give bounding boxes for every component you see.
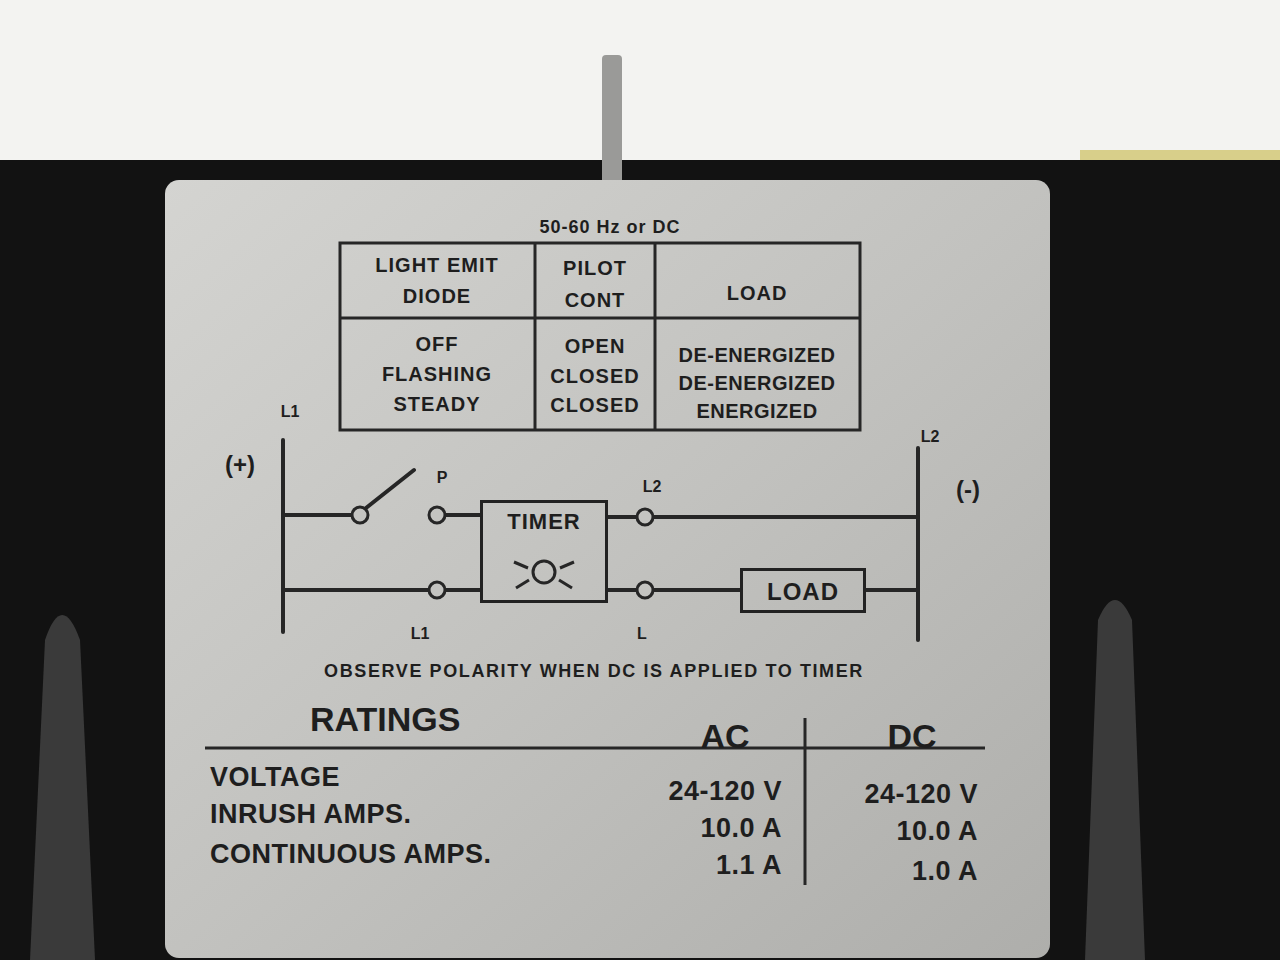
column-heading: DC — [887, 718, 936, 755]
terminal-tab — [1085, 600, 1145, 960]
table-cell: CLOSED — [550, 365, 639, 387]
terminal-tab — [30, 615, 95, 960]
table-cell: OPEN — [565, 335, 626, 357]
state-table-grid — [340, 243, 860, 430]
rating-name: VOLTAGE — [210, 763, 340, 793]
ratings-rules — [205, 718, 985, 885]
table-cell: FLASHING — [382, 363, 492, 385]
column-heading: AC — [700, 718, 749, 755]
rating-value: 24-120 V — [864, 780, 978, 810]
terminal-name: L — [637, 625, 647, 643]
component-label: LOAD — [743, 578, 863, 606]
component-label: TIMER — [483, 509, 605, 535]
terminal-name: L1 — [281, 403, 300, 421]
supply-note: 50-60 Hz or DC — [539, 218, 680, 238]
table-header: CONT — [565, 289, 626, 311]
table-header: DIODE — [403, 285, 471, 307]
wire — [608, 588, 740, 592]
lamp-ray — [560, 562, 574, 568]
table-cell: DE-ENERGIZED — [678, 372, 835, 394]
terminal-name: L1 — [411, 625, 430, 643]
terminal-name: L2 — [643, 478, 662, 496]
rating-value: 10.0 A — [896, 817, 978, 847]
terminal-name: L2 — [921, 428, 940, 446]
background — [0, 0, 1280, 165]
table-cell: ENERGIZED — [696, 400, 817, 422]
timer-box: TIMER — [480, 500, 608, 603]
housing — [0, 160, 1280, 960]
metal-plate — [165, 180, 1050, 958]
table-header: LIGHT EMIT — [375, 254, 498, 276]
polarity-note: OBSERVE POLARITY WHEN DC IS APPLIED TO T… — [324, 662, 864, 682]
rating-value: 24-120 V — [668, 777, 782, 807]
rating-value: 10.0 A — [700, 814, 782, 844]
lamp-ray — [559, 580, 572, 588]
polarity-mark: (+) — [225, 452, 255, 478]
table-cell: OFF — [416, 333, 459, 355]
table-cell: CLOSED — [550, 394, 639, 416]
lamp-ray — [514, 562, 528, 568]
load-box: LOAD — [740, 568, 866, 613]
table-header: PILOT — [563, 257, 627, 279]
polarity-mark: (-) — [956, 477, 980, 503]
terminal-name: P — [437, 469, 448, 487]
table-header: LOAD — [727, 282, 788, 304]
rating-value: 1.1 A — [716, 851, 782, 881]
rating-value: 1.0 A — [912, 857, 978, 887]
lamp-circle — [533, 561, 555, 583]
lamp-ray — [516, 580, 529, 588]
schematic-wires — [283, 440, 918, 640]
table-cell: DE-ENERGIZED — [678, 344, 835, 366]
rating-name: INRUSH AMPS. — [210, 800, 412, 830]
ratings-heading: RATINGS — [310, 701, 460, 738]
mounting-stud — [602, 55, 622, 185]
table-cell: STEADY — [393, 393, 480, 415]
rating-name: CONTINUOUS AMPS. — [210, 840, 492, 870]
